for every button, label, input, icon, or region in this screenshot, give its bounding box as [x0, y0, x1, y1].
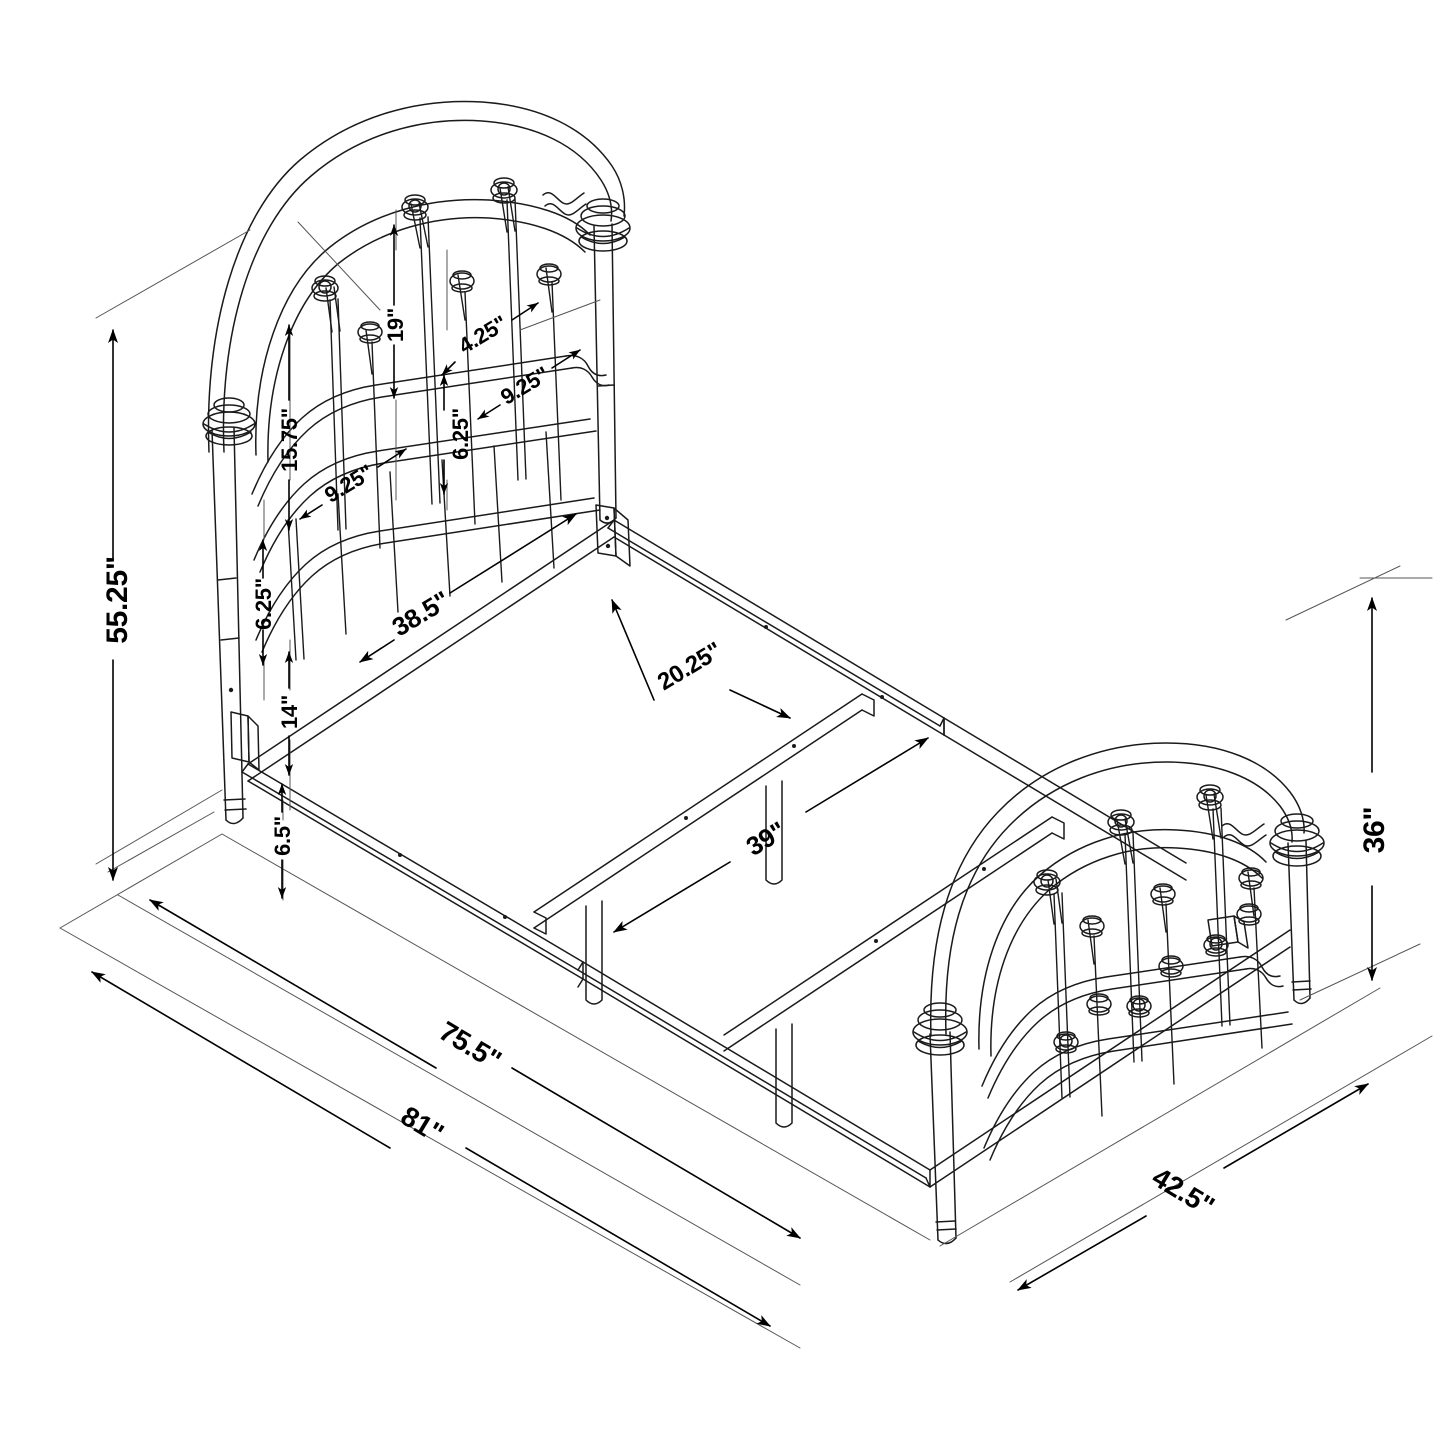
footboard-left-finial [912, 1002, 968, 1056]
footboard-lower-collars [1053, 903, 1262, 1054]
footboard-inner-arch [978, 828, 1267, 1057]
headboard-left-post [202, 397, 256, 825]
headboard-spindle-collars [311, 177, 562, 344]
dim-label-overall-height: 55.25" [101, 556, 134, 644]
headboard-rail-bracket [595, 504, 631, 567]
center-crossbar-1 [533, 693, 875, 1005]
headboard-mid-rail-upper [251, 354, 610, 507]
head-cross-rail [247, 519, 615, 782]
center-leg-2 [765, 780, 783, 885]
headboard-bottom-rail [255, 497, 601, 653]
center-leg-1 [585, 900, 603, 1005]
center-leg-3 [775, 1023, 793, 1128]
headboard-ogee [542, 191, 585, 205]
foot-end-rails [577, 717, 945, 1188]
footboard-long-spindles [1053, 807, 1263, 1117]
dim-label-spindle-height: 19" [383, 307, 408, 343]
headboard-assembly [202, 100, 631, 825]
left-post-finial [202, 397, 256, 446]
footboard-spindle-collars [1033, 784, 1264, 938]
dim-label-footboard-height: 36" [1358, 806, 1391, 854]
far-side-rail [607, 519, 945, 736]
footboard-left-post [912, 1002, 968, 1245]
footboard-ogee [1221, 822, 1265, 836]
headboard-outer-arch [207, 100, 626, 453]
dimension-arrows [91, 224, 1377, 1327]
extension-lines [59, 209, 1433, 1349]
headboard-lower-spindles [287, 431, 555, 661]
bed-frame-deck [241, 519, 1291, 1188]
footboard-right-post [1269, 813, 1325, 1005]
footboard-outer-arch [929, 742, 1305, 1037]
headboard-left-rail-bracket [230, 711, 260, 771]
dim-label-headboard-arch-drop: 15.75" [277, 408, 302, 472]
dim-label-deck-height: 14" [277, 694, 302, 730]
dim-label-clearance-height: 6.5" [270, 816, 295, 856]
dim-label-rail-drop-right: 6.25" [448, 408, 473, 460]
footboard-bracket [1207, 915, 1249, 949]
rail-to-footboard [943, 717, 1187, 881]
center-crossbar-2 [723, 816, 1065, 1128]
right-post-finial [575, 198, 631, 252]
dim-label-rail-drop-left: 6.25" [251, 578, 276, 630]
headboard-inner-arch [255, 198, 591, 463]
footboard-lower-rail [983, 1011, 1293, 1161]
foot-cross-rail [929, 929, 1291, 1188]
headboard-mid-rail-lower [253, 418, 597, 573]
headboard-right-post [575, 198, 631, 524]
footboard-right-finial [1269, 813, 1325, 867]
near-side-rail [241, 763, 584, 988]
footboard-upper-rail [981, 955, 1284, 1099]
footboard-assembly [912, 742, 1325, 1245]
